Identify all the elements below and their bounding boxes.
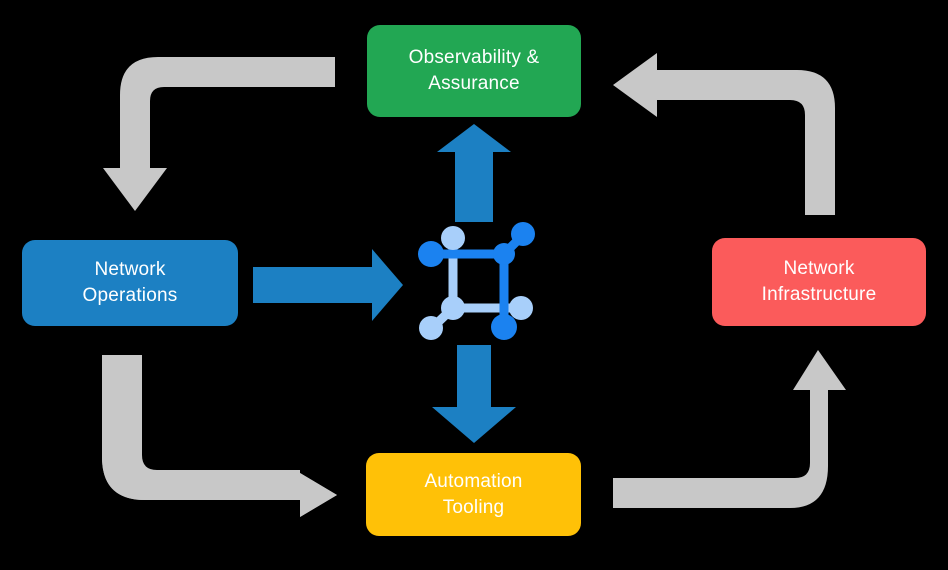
topology-secondary-nodes — [419, 226, 533, 340]
arrow-center-to-observability — [437, 124, 511, 222]
node-observability-assurance[interactable]: Observability & Assurance — [367, 25, 581, 117]
node-observability-line1: Observability & — [408, 47, 540, 69]
node-observability-label: Observability & Assurance — [409, 45, 540, 96]
arrow-observability-to-operations — [103, 57, 335, 211]
node-network-infrastructure[interactable]: Network Infrastructure — [712, 238, 926, 326]
arrow-operations-to-automation-body — [102, 355, 337, 517]
arrow-center-to-automation — [432, 345, 516, 443]
node-network-operations-line1: Network — [94, 259, 166, 281]
node-network-operations[interactable]: Network Operations — [22, 240, 238, 326]
node-network-operations-line2: Operations — [82, 285, 178, 306]
node-network-infrastructure-line1: Network — [783, 258, 855, 280]
node-observability-line2: Assurance — [428, 73, 520, 94]
node-network-infrastructure-label: Network Infrastructure — [762, 256, 877, 307]
arrow-automation-to-infrastructure — [613, 350, 846, 508]
arrow-infrastructure-to-observability — [613, 53, 835, 215]
node-automation-tooling[interactable]: Automation Tooling — [366, 453, 581, 536]
node-automation-tooling-line1: Automation — [424, 470, 523, 492]
arrow-operations-to-center — [253, 249, 403, 321]
node-network-operations-label: Network Operations — [83, 257, 178, 308]
node-automation-tooling-label: Automation Tooling — [424, 469, 522, 520]
node-automation-tooling-line2: Tooling — [442, 496, 505, 518]
node-network-infrastructure-line2: Infrastructure — [761, 284, 877, 305]
network-topology-icon — [418, 222, 535, 340]
topology-primary-nodes — [418, 222, 535, 340]
